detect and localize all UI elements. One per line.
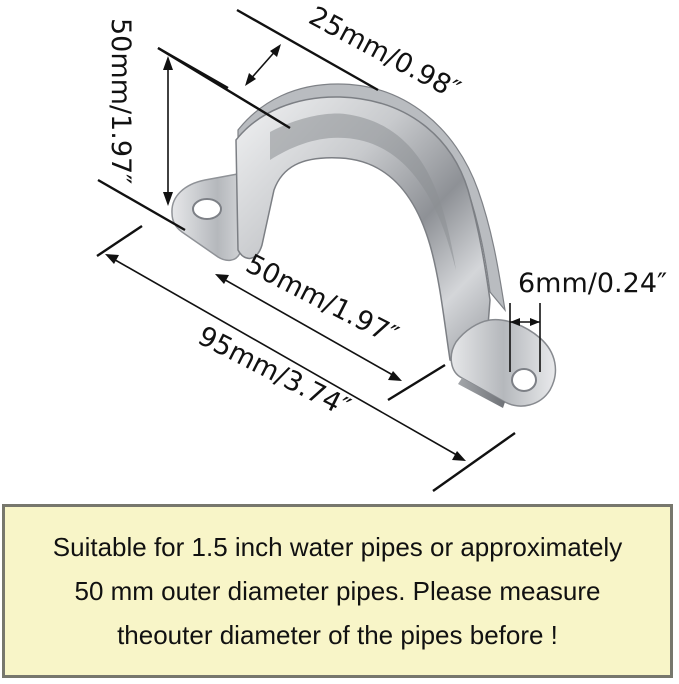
dimension-hole-6mm: 6mm/0.24″: [509, 268, 667, 372]
height-arrow-top: [163, 56, 173, 70]
overall-extension-left: [96, 225, 143, 257]
overall-arrow-end: [452, 451, 466, 461]
width-arrow-end: [270, 44, 281, 57]
dimension-inner-50mm: 50mm/1.97″: [215, 249, 446, 402]
pipe-clamp-image: [171, 83, 557, 408]
overall-dimension-line: [109, 256, 463, 459]
height-extension-bottom: [97, 178, 186, 232]
inner-arrow-end: [388, 371, 402, 381]
inner-label: 50mm/1.97″: [241, 249, 403, 352]
hole-arrow-left: [510, 318, 520, 326]
width-extension-right: [236, 8, 379, 92]
dimension-height-50mm: 50mm/1.97″: [97, 18, 229, 232]
width-arrow-start: [245, 73, 256, 86]
inner-arrow-start: [215, 274, 229, 284]
note-line-2: 50 mm outer diameter pipes. Please measu…: [74, 576, 601, 606]
left-foot-hole: [192, 198, 222, 220]
inner-dimension-line: [219, 276, 399, 379]
note-box: Suitable for 1.5 inch water pipes or app…: [2, 504, 673, 678]
overall-arrow-start: [105, 254, 119, 264]
pipe-clamp-figure: 25mm/0.98″ 50mm/1.97″ 50mm/1.97″ 95mm/3.…: [96, 1, 667, 492]
hole-label: 6mm/0.24″: [518, 268, 667, 299]
overall-extension-right: [432, 432, 516, 492]
note-line-3: theouter diameter of the pipes before !: [117, 620, 558, 650]
height-arrow-bottom: [163, 192, 173, 206]
height-label: 50mm/1.97″: [105, 18, 136, 184]
height-extension-top: [157, 46, 229, 90]
note-line-1: Suitable for 1.5 inch water pipes or app…: [52, 532, 623, 562]
inner-extension-right: [387, 363, 446, 402]
right-foot-hole: [511, 368, 537, 392]
strap-main: [235, 96, 491, 364]
hole-arrow-right: [530, 318, 540, 326]
right-foot-edge: [458, 378, 505, 408]
overall-label: 95mm/3.74″: [193, 321, 355, 424]
strap-inner-shade: [270, 113, 456, 270]
width-dimension-line: [247, 47, 279, 83]
